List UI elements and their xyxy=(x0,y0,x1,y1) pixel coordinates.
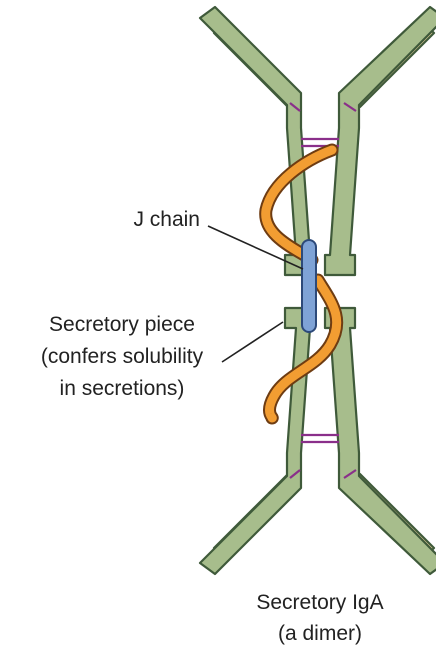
secretory-piece-label-line-3: in secretions) xyxy=(60,377,185,400)
lower-iga-monomer xyxy=(200,308,436,574)
secretory-piece-label-line-1: Secretory piece xyxy=(49,313,195,336)
j-chain-label: J chain xyxy=(133,208,200,231)
upper-left-heavy-chain xyxy=(200,7,315,275)
secretory-piece-leader-line xyxy=(222,322,283,362)
diagram-title-line-1: Secretory IgA xyxy=(256,591,383,614)
j-chain xyxy=(302,240,316,332)
secretory-piece-label-line-2: (confers solubility xyxy=(41,345,204,368)
diagram-title-line-2: (a dimer) xyxy=(278,622,362,645)
lower-left-heavy-chain xyxy=(200,308,315,574)
upper-iga-monomer xyxy=(200,7,436,275)
